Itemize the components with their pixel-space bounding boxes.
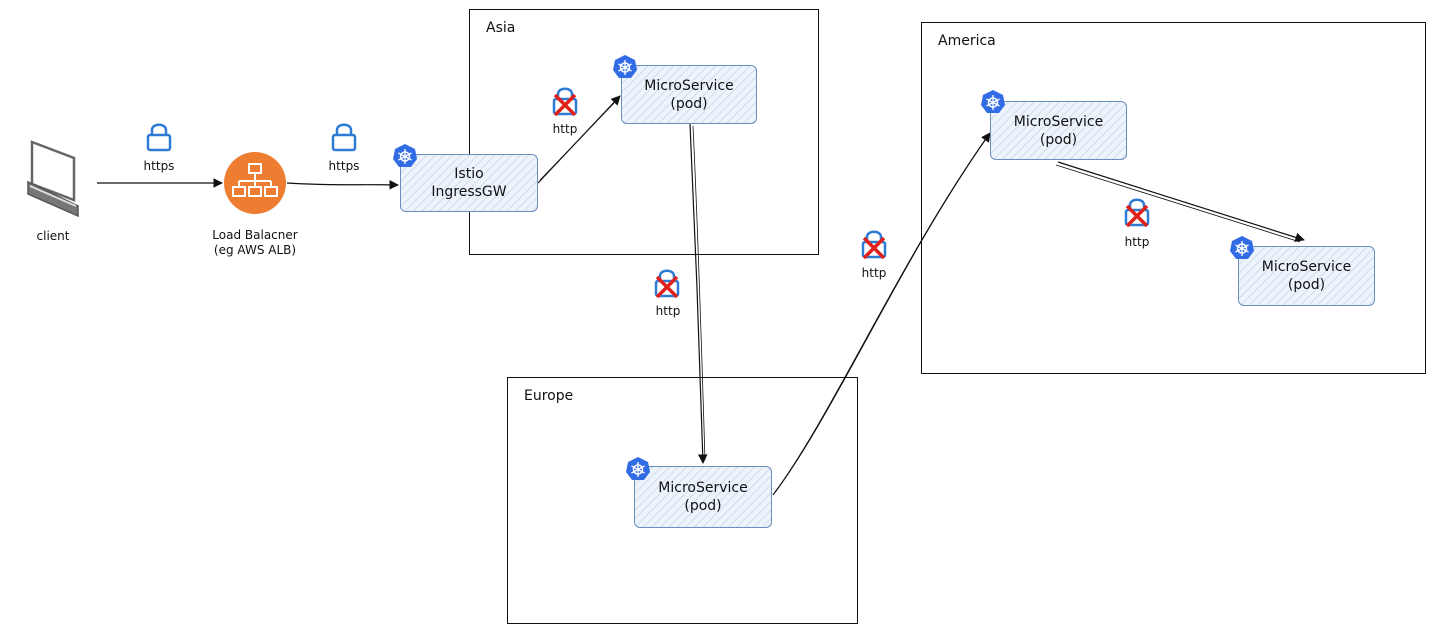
client-label: client xyxy=(36,229,70,243)
link-label-http-america: http xyxy=(1124,235,1150,249)
region-asia-label: Asia xyxy=(486,20,516,36)
load-balancer-label-line1: Load Balacner xyxy=(212,228,298,242)
kubernetes-icon xyxy=(626,457,650,480)
service-america-microservice-2: MicroService (pod) xyxy=(1238,246,1375,306)
region-europe-label: Europe xyxy=(524,388,574,404)
service-line2: (pod) xyxy=(670,95,708,112)
service-line1: MicroService xyxy=(1013,113,1104,130)
link-label-http-cross-region: http xyxy=(861,266,887,280)
region-europe: Europe xyxy=(507,377,858,624)
service-asia-microservice: MicroService(pod) xyxy=(621,65,757,124)
edge-america-pod1-to-pod2-sketch xyxy=(1055,164,1301,243)
service-line2: (pod) xyxy=(1287,277,1326,293)
unlocked-crossed-icon xyxy=(1124,198,1150,228)
link-label-https-2: https xyxy=(328,159,360,173)
load-balancer-label: Load Balacner (eg AWS ALB) xyxy=(195,228,315,258)
edge-asia-pod-to-europe-pod-sketch xyxy=(692,125,706,461)
link-label-https-1: https xyxy=(143,159,175,173)
kubernetes-icon xyxy=(981,90,1005,113)
region-asia: Asia xyxy=(469,9,819,255)
unlocked-crossed-icon xyxy=(552,87,578,117)
kubernetes-icon xyxy=(613,55,637,78)
service-europe-microservice: MicroService (pod) xyxy=(634,466,772,528)
service-america-microservice-1: MicroService(pod) xyxy=(990,101,1127,160)
kubernetes-icon xyxy=(393,144,417,167)
edge-ingress-to-asia-pod-sketch xyxy=(539,98,619,181)
service-line2: (pod) xyxy=(1039,131,1078,148)
edge-asia-pod-to-europe-pod xyxy=(689,123,708,464)
load-balancer-icon xyxy=(224,152,286,214)
link-label-http-asia: http xyxy=(552,122,578,136)
kubernetes-icon xyxy=(1230,236,1254,259)
lock-icon xyxy=(146,123,172,152)
service-line1: Istio xyxy=(454,166,484,182)
monitor-icon xyxy=(27,140,79,218)
load-balancer-node xyxy=(223,151,287,215)
region-america: America xyxy=(921,22,1426,374)
edge-europe-pod-to-america-pod xyxy=(772,132,991,496)
service-line1: MicroService xyxy=(658,480,748,496)
client-node xyxy=(26,138,82,222)
region-america-label: America xyxy=(938,33,996,49)
service-line1: MicroService xyxy=(644,77,734,94)
service-line2: IngressGW xyxy=(431,184,507,200)
unlocked-crossed-icon xyxy=(654,269,680,299)
edge-europe-pod-to-america-pod-sketch xyxy=(774,135,989,493)
service-line2: (pod) xyxy=(684,498,722,514)
lock-icon xyxy=(331,123,357,152)
link-label-http-europe: http xyxy=(655,304,681,318)
service-line1: MicroService xyxy=(1261,259,1352,275)
edge-america-pod1-to-pod2 xyxy=(1057,161,1305,242)
edge-lb-to-ingress xyxy=(286,179,399,190)
load-balancer-label-line2: (eg AWS ALB) xyxy=(213,243,297,257)
unlocked-crossed-icon xyxy=(861,230,887,260)
